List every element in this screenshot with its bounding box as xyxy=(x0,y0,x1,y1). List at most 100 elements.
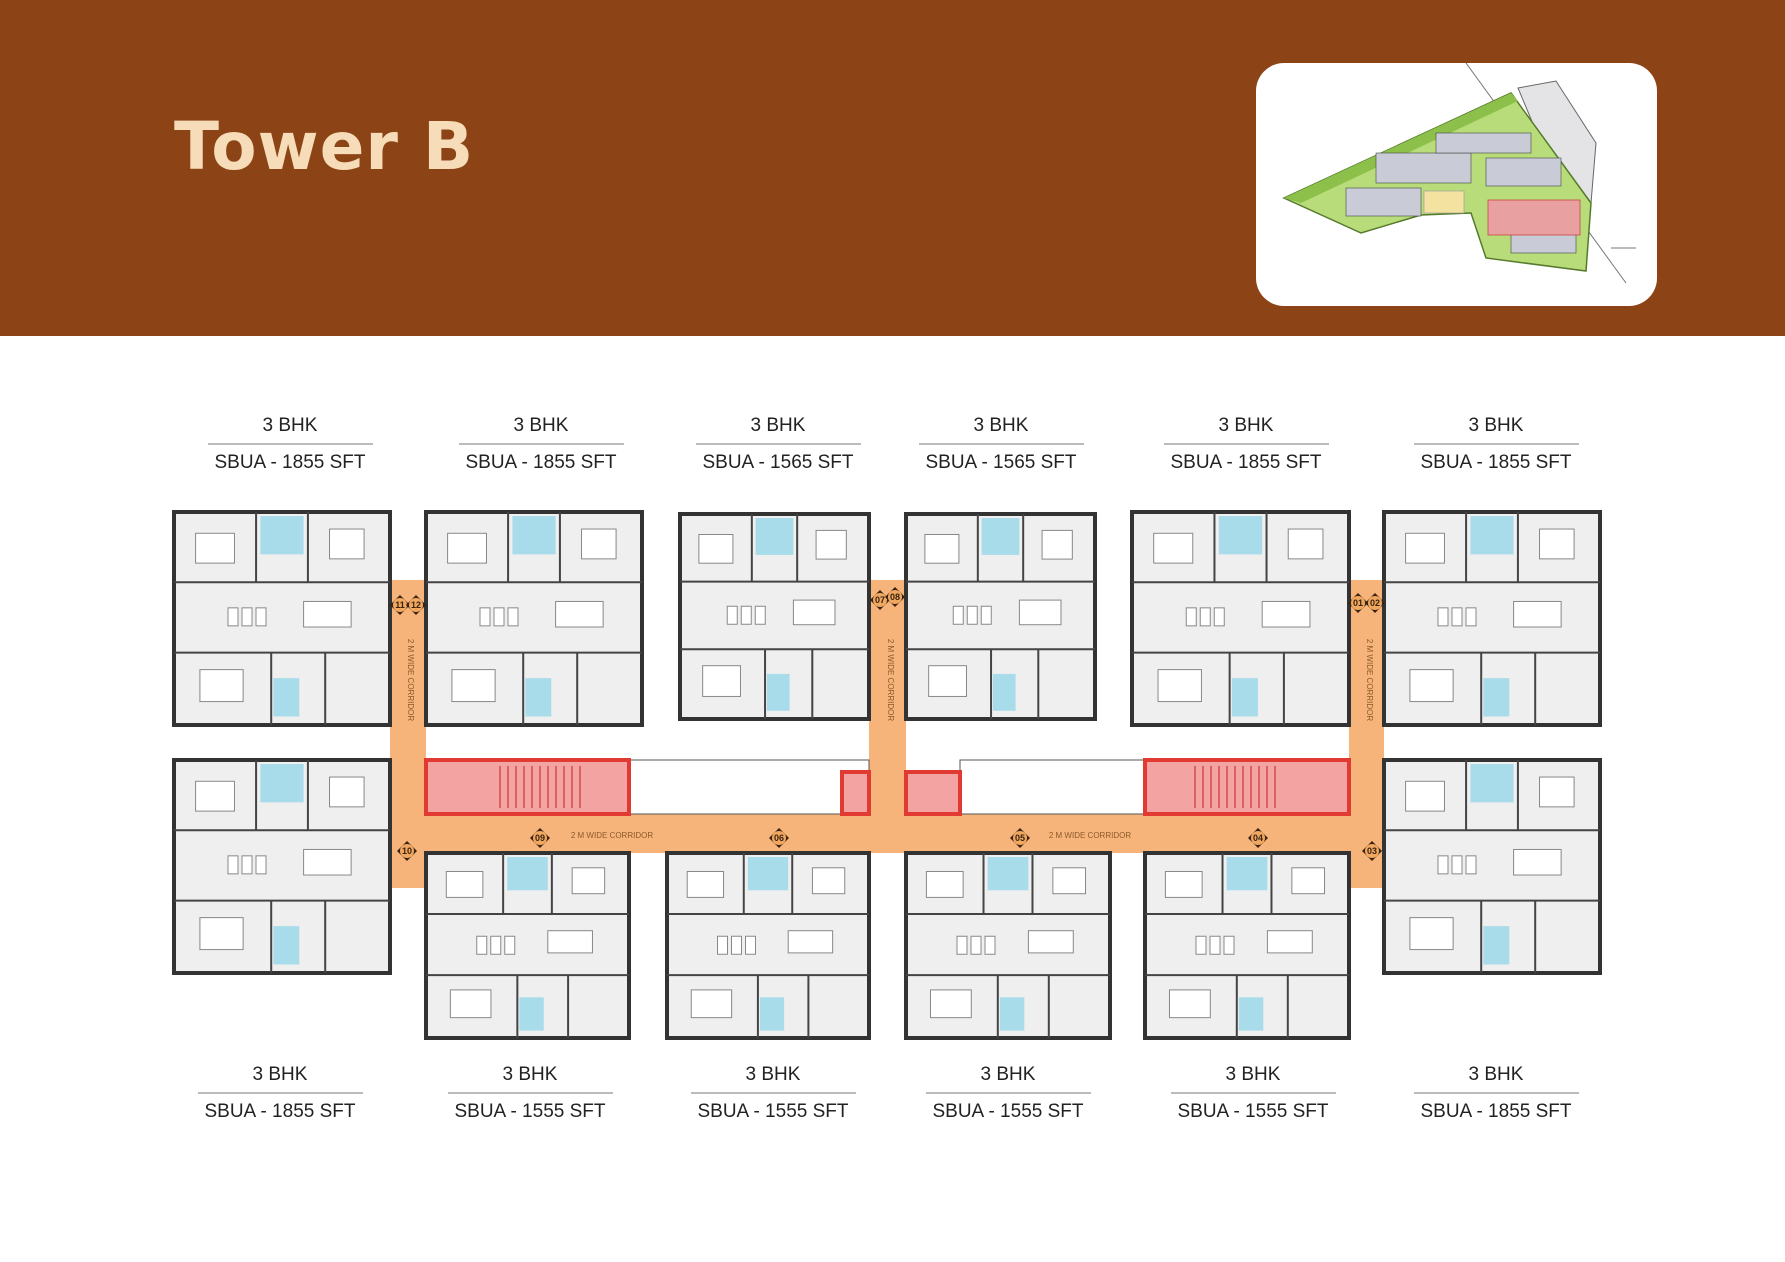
toilet xyxy=(999,997,1025,1031)
divider xyxy=(197,1092,363,1094)
dining-chair xyxy=(1223,935,1235,955)
toilet xyxy=(1226,857,1268,891)
unit-number-marker: 05 xyxy=(1010,828,1030,848)
dining-chair xyxy=(956,935,968,955)
unit-number: 02 xyxy=(1370,598,1380,608)
divider xyxy=(1413,1092,1579,1094)
unit-label: 3 BHK SBUA - 1555 SFT xyxy=(908,1062,1108,1124)
divider xyxy=(925,1092,1091,1094)
dining-chair xyxy=(241,607,253,627)
unit-number: 03 xyxy=(1367,846,1377,856)
toilet xyxy=(1470,764,1514,803)
unit-number: 11 xyxy=(395,600,405,610)
sofa xyxy=(1018,599,1062,626)
toilet xyxy=(766,673,790,711)
sofa xyxy=(1027,930,1074,954)
sofa xyxy=(1261,600,1311,628)
corridor-label: 2 M WIDE CORRIDOR xyxy=(406,639,415,721)
bed xyxy=(195,780,235,812)
toilet xyxy=(747,857,789,891)
bed xyxy=(1164,871,1203,898)
unit-number: 10 xyxy=(402,846,412,856)
dining-chair xyxy=(966,605,978,625)
unit-type: 3 BHK xyxy=(980,1064,1036,1085)
dining-chair xyxy=(493,607,505,627)
dining-chair xyxy=(980,605,992,625)
bed xyxy=(815,529,847,560)
apartment-unit xyxy=(1382,758,1602,975)
divider xyxy=(1170,1092,1336,1094)
divider xyxy=(918,443,1084,445)
unit-number-marker: 11 xyxy=(390,595,410,615)
unit-area: SBUA - 1855 SFT xyxy=(1420,452,1572,473)
toilet xyxy=(260,764,304,803)
unit-type: 3 BHK xyxy=(745,1064,801,1085)
marker-circle xyxy=(400,844,414,858)
unit-number: 08 xyxy=(890,592,900,602)
site-plan-thumbnail xyxy=(1256,63,1657,306)
corridor-label: 2 M WIDE CORRIDOR xyxy=(571,831,653,840)
marker-circle xyxy=(1013,831,1027,845)
toilet xyxy=(981,518,1020,555)
dining-chair xyxy=(1451,607,1463,627)
dining-chair xyxy=(241,855,253,875)
bed xyxy=(571,867,606,895)
core-lift-stair xyxy=(424,758,631,816)
marker-circle xyxy=(409,598,423,612)
unit-number-marker: 03 xyxy=(1362,841,1382,861)
dining-chair xyxy=(255,855,267,875)
marker-circle xyxy=(1351,596,1365,610)
divider xyxy=(1413,443,1579,445)
sofa xyxy=(547,930,593,954)
unit-area: SBUA - 1855 SFT xyxy=(465,452,617,473)
page-title: Tower B xyxy=(174,108,475,185)
marker-circle xyxy=(1365,844,1379,858)
bed xyxy=(1539,528,1575,560)
unit-area: SBUA - 1555 SFT xyxy=(932,1101,1084,1122)
bed xyxy=(686,871,725,898)
apartment-unit xyxy=(1130,510,1351,727)
core-lift-stair xyxy=(904,770,962,816)
bed xyxy=(928,665,967,697)
unit-area: SBUA - 1555 SFT xyxy=(454,1101,606,1122)
sofa xyxy=(555,600,604,628)
dining-chair xyxy=(740,605,752,625)
toilet xyxy=(260,516,304,555)
sofa xyxy=(1513,600,1562,628)
divider xyxy=(447,1092,613,1094)
dining-chair xyxy=(952,605,964,625)
dining-chair xyxy=(717,935,728,955)
marker-circle xyxy=(873,593,887,607)
dining-chair xyxy=(227,607,239,627)
toilet xyxy=(1218,516,1263,555)
bed xyxy=(1409,917,1454,951)
unit-type: 3 BHK xyxy=(973,415,1029,436)
unit-area: SBUA - 1855 SFT xyxy=(1170,452,1322,473)
unit-number-marker: 09 xyxy=(530,828,550,848)
toilet xyxy=(273,926,300,965)
marker-circle xyxy=(1368,596,1382,610)
toilet xyxy=(512,516,556,555)
toilet xyxy=(273,678,300,717)
dining-chair xyxy=(1185,607,1197,627)
bed xyxy=(1409,669,1454,703)
dining-chair xyxy=(1195,935,1207,955)
bed xyxy=(451,669,496,703)
dining-chair xyxy=(984,935,996,955)
unit-number-marker: 07 xyxy=(870,590,890,610)
dining-chair xyxy=(1209,935,1221,955)
dining-chair xyxy=(1213,607,1225,627)
marker-circle xyxy=(393,598,407,612)
divider xyxy=(1163,443,1329,445)
header-banner: Tower B xyxy=(0,0,1785,336)
dining-chair xyxy=(1451,855,1463,875)
dining-chair xyxy=(1465,855,1477,875)
corridor-label: 2 M WIDE CORRIDOR xyxy=(886,639,895,721)
unit-number-marker: 01 xyxy=(1348,593,1368,613)
apartment-unit xyxy=(904,851,1112,1040)
toilet xyxy=(525,678,552,717)
